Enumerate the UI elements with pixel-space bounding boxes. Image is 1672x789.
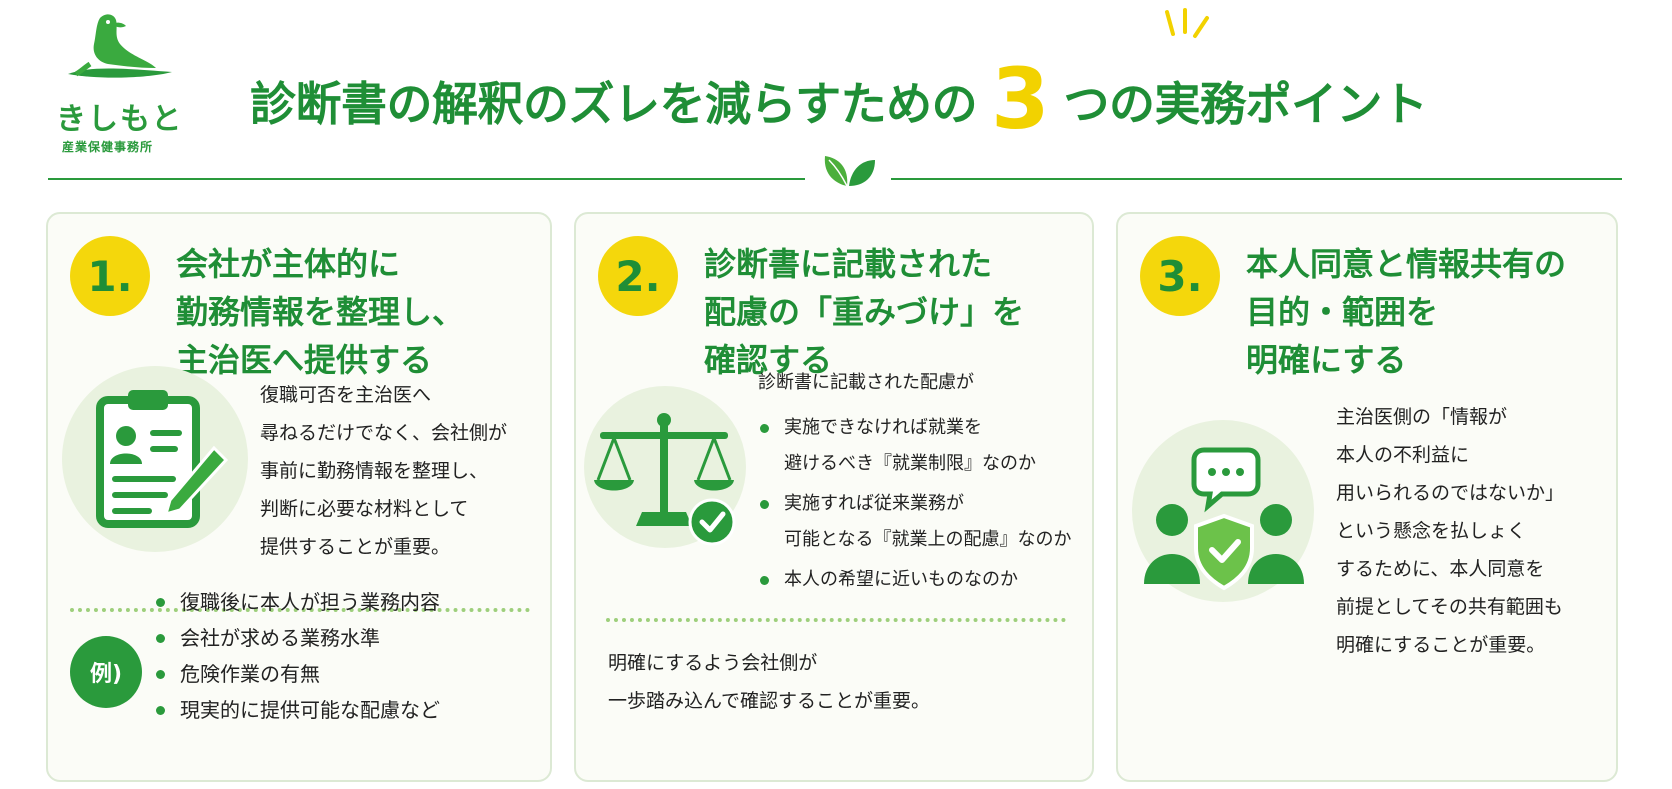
list-item-line: 可能となる『就業上の配慮』なのか (784, 529, 1072, 550)
point-card-1: 1. 会社が主体的に 勤務情報を整理し、 主治医へ提供する 復職可否を主治医へ … (46, 212, 552, 782)
list-item-line: 実施すれば従来業務が (784, 493, 964, 514)
list-item-line: 避けるべき『就業制限』なのか (784, 453, 1036, 474)
title-number: 3 (991, 50, 1050, 148)
point-card-2: 2. 診断書に記載された 配慮の「重みづけ」を 確認する 診断書に記載された配慮… (574, 212, 1094, 782)
body-line: 本人の不利益に (1336, 444, 1470, 466)
body-line: 明確にすることが重要。 (1336, 634, 1546, 656)
sea-lion-icon (68, 14, 172, 78)
body-line: 主治医側の「情報が (1336, 406, 1508, 428)
footer-line: 明確にするよう会社側が (608, 652, 818, 674)
body-line: という懸念を払しょく (1336, 520, 1527, 542)
point-card-3: 3. 本人同意と情報共有の 目的・範囲を 明確にする 主治医側の「情報が 本人の… (1116, 212, 1618, 782)
body-line: 前提としてその共有範囲も (1336, 596, 1563, 618)
body-line: するために、本人同意を (1336, 558, 1545, 580)
list-item-line: 実施できなければ就業を (784, 417, 982, 438)
point-body-1: 復職可否を主治医へ 尋ねるだけでなく、会社側が 事前に勤務情報を整理し、 判断に… (260, 376, 507, 566)
point-title-line: 勤務情報を整理し、 (176, 293, 465, 331)
point-title-line: 目的・範囲を (1246, 293, 1439, 331)
point-title-line: 明確にする (1246, 341, 1407, 379)
point-title-1: 会社が主体的に 勤務情報を整理し、 主治医へ提供する (176, 240, 556, 384)
footer-line: 一歩踏み込んで確認することが重要。 (608, 690, 931, 712)
clipboard-pen-icon (96, 390, 229, 528)
point-badge-1: 1. (70, 236, 150, 316)
body-line: 判断に必要な材料として (260, 498, 469, 520)
body-line: 復職可否を主治医へ (260, 384, 432, 406)
point-title-line: 配慮の「重みづけ」を (704, 293, 1025, 331)
title-part-2: つの実務ポイント (1063, 77, 1429, 131)
body-line: 事前に勤務情報を整理し、 (260, 460, 489, 482)
balance-scale-check-icon (594, 413, 736, 546)
list-item-line: 本人の希望に近いものなのか (784, 569, 1018, 590)
point-title-line: 主治医へ提供する (176, 341, 433, 379)
list-item: 復職後に本人が担う業務内容 (156, 584, 440, 620)
weighting-list: 実施できなければ就業を 避けるべき『就業制限』なのか 実施すれば従来業務が 可能… (760, 410, 1071, 598)
list-item: 会社が求める業務水準 (156, 620, 440, 656)
list-item: 実施できなければ就業を 避けるべき『就業制限』なのか (760, 410, 1071, 482)
dotted-divider (606, 618, 1066, 622)
page-title: 診断書の解釈のズレを減らすための 3 つの実務ポイント (250, 56, 1640, 146)
body-line: 提供することが重要。 (260, 536, 451, 558)
example-list: 復職後に本人が担う業務内容 会社が求める業務水準 危険作業の有無 現実的に提供可… (156, 584, 440, 728)
title-part-1: 診断書の解釈のズレを減らすための (250, 77, 978, 131)
point-title-line: 会社が主体的に (176, 245, 401, 283)
people-shield-check-icon (1144, 447, 1304, 591)
point-title-line: 診断書に記載された (704, 245, 993, 283)
sparkle-rays-icon (1165, 8, 1209, 38)
logo-name: きしもと (56, 102, 184, 137)
example-label: 例) (70, 636, 142, 708)
logo-subtitle: 産業保健事務所 (62, 140, 154, 154)
point-footer-2: 明確にするよう会社側が 一歩踏み込んで確認することが重要。 (608, 644, 930, 720)
list-item: 危険作業の有無 (156, 656, 440, 692)
list-item: 実施すれば従来業務が 可能となる『就業上の配慮』なのか (760, 486, 1071, 558)
list-item: 現実的に提供可能な配慮など (156, 692, 440, 728)
point-title-line: 確認する (704, 341, 833, 379)
dotted-divider (70, 608, 530, 612)
point-badge-2: 2. (598, 236, 678, 316)
point-body-3: 主治医側の「情報が 本人の不利益に 用いられるのではないか」 という懸念を払しょ… (1336, 398, 1564, 664)
leaf-icon (805, 150, 891, 194)
list-item: 本人の希望に近いものなのか (760, 562, 1071, 598)
body-line: 尋ねるだけでなく、会社側が (260, 422, 508, 444)
point-title-2: 診断書に記載された 配慮の「重みづけ」を 確認する (704, 240, 1084, 384)
company-logo: きしもと 産業保健事務所 (48, 8, 198, 154)
body-line: 用いられるのではないか」 (1336, 482, 1565, 504)
point-intro-2: 診断書に記載された配慮が (758, 372, 974, 393)
point-title-3: 本人同意と情報共有の 目的・範囲を 明確にする (1246, 240, 1626, 384)
point-title-line: 本人同意と情報共有の (1246, 245, 1567, 283)
point-badge-3: 3. (1140, 236, 1220, 316)
